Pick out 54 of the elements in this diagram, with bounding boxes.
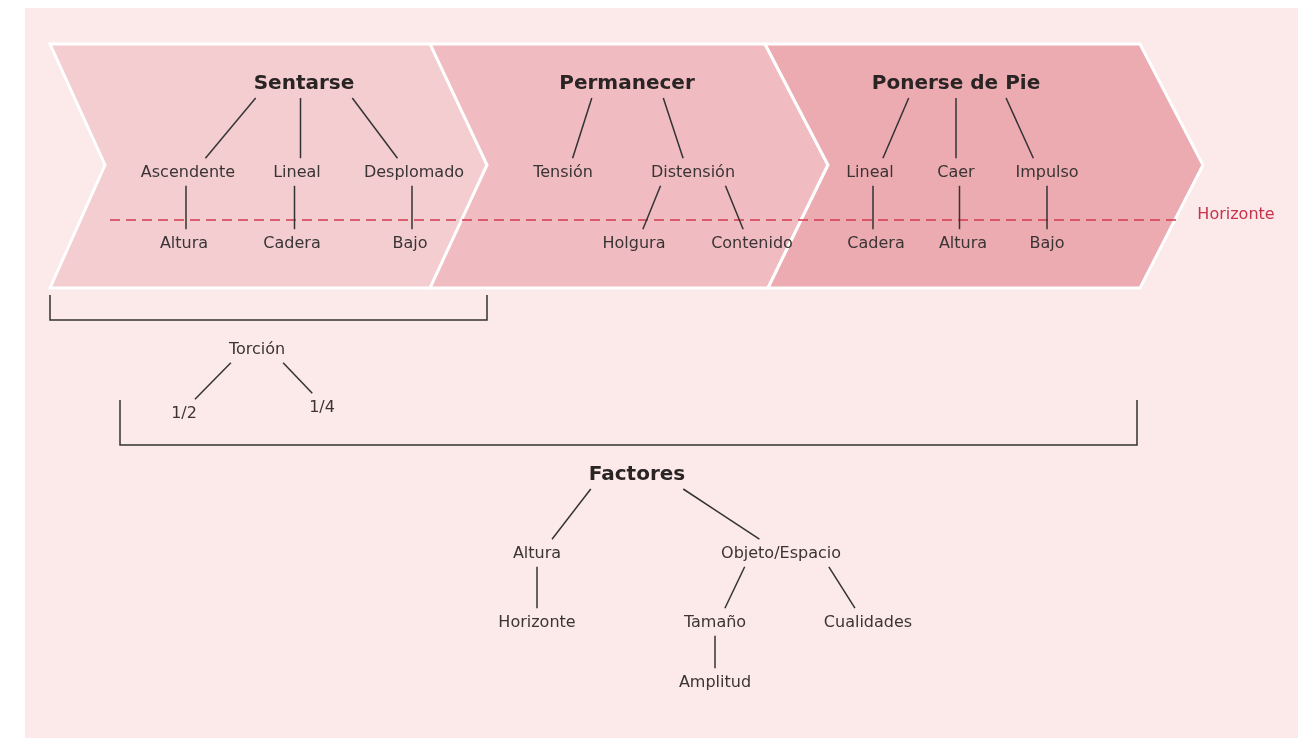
node-label: Cadera bbox=[261, 229, 323, 257]
node-label: Amplitud bbox=[676, 668, 754, 696]
connector-line bbox=[724, 185, 744, 230]
node-label: Horizonte bbox=[496, 608, 578, 636]
stage-title: Ponerse de Pie bbox=[869, 66, 1043, 98]
connector-line bbox=[1005, 97, 1035, 159]
node-label: Impulso bbox=[1013, 158, 1081, 186]
node-label: Cualidades bbox=[821, 608, 915, 636]
node-label: 1/4 bbox=[307, 393, 337, 421]
connector-line bbox=[872, 185, 874, 230]
connector-line bbox=[351, 97, 399, 159]
connector-line bbox=[724, 566, 746, 609]
node-label: Holgura bbox=[600, 229, 668, 257]
node-label: Torción bbox=[226, 335, 288, 363]
group-title: Factores bbox=[586, 457, 688, 489]
node-label: 1/2 bbox=[169, 399, 199, 427]
connector-line bbox=[411, 185, 413, 230]
node-label: Desplomado bbox=[361, 158, 467, 186]
node-label: Distensión bbox=[648, 158, 738, 186]
connector-line bbox=[642, 185, 662, 230]
connector-line bbox=[194, 362, 232, 400]
connector-line bbox=[551, 488, 592, 540]
horizon-label: Horizonte bbox=[1196, 203, 1276, 226]
connector-line bbox=[536, 566, 538, 609]
node-label: Objeto/Espacio bbox=[719, 539, 843, 567]
node-label: Altura bbox=[936, 229, 990, 257]
connector-line bbox=[828, 566, 856, 609]
connector-line bbox=[682, 488, 761, 540]
node-label: Bajo bbox=[390, 229, 430, 257]
node-label: Tensión bbox=[531, 158, 595, 186]
node-label: Contenido bbox=[709, 229, 795, 257]
stage-title: Permanecer bbox=[557, 66, 697, 98]
connector-line bbox=[185, 185, 187, 230]
connector-line bbox=[293, 185, 296, 230]
connector-line bbox=[882, 97, 910, 159]
node-label: Lineal bbox=[271, 158, 323, 186]
node-label: Ascendente bbox=[138, 158, 238, 186]
node-label: Altura bbox=[510, 539, 564, 567]
connector-line bbox=[955, 97, 957, 159]
node-label: Bajo bbox=[1027, 229, 1067, 257]
node-label: Cadera bbox=[845, 229, 907, 257]
stage-title: Sentarse bbox=[251, 66, 357, 98]
connector-line bbox=[204, 97, 257, 159]
connector-line bbox=[714, 635, 716, 669]
connector-line bbox=[571, 97, 593, 159]
connector-line bbox=[299, 97, 302, 159]
node-label: Caer bbox=[935, 158, 977, 186]
connector-line bbox=[282, 362, 313, 394]
node-label: Altura bbox=[157, 229, 211, 257]
node-label: Tamaño bbox=[681, 608, 749, 636]
node-label: Lineal bbox=[844, 158, 896, 186]
connector-line bbox=[958, 185, 961, 230]
connector-line bbox=[1046, 185, 1048, 230]
connector-line bbox=[662, 97, 684, 159]
